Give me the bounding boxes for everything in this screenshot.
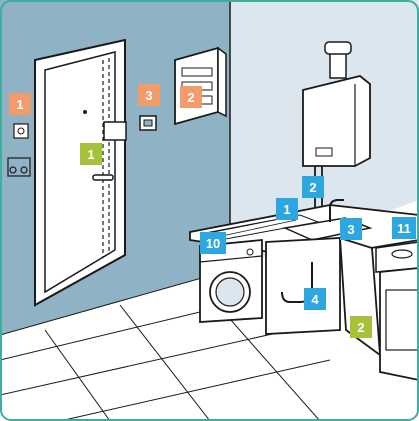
doorbell-icon bbox=[13, 123, 29, 139]
badge-blue-siphon: 4 bbox=[304, 288, 326, 310]
badge-orange-switch: 3 bbox=[138, 84, 160, 106]
svg-text:2: 2 bbox=[309, 180, 316, 195]
badge-green-cabinet-door: 2 bbox=[350, 316, 372, 338]
svg-text:1: 1 bbox=[283, 202, 290, 217]
door-handle bbox=[92, 174, 114, 181]
badge-blue-stove: 11 bbox=[392, 217, 416, 239]
faucet-icon bbox=[329, 199, 344, 222]
svg-text:3: 3 bbox=[145, 88, 152, 103]
badge-blue-countertop: 1 bbox=[276, 198, 298, 220]
svg-text:3: 3 bbox=[347, 222, 354, 237]
washing-machine bbox=[199, 239, 263, 323]
gas-boiler bbox=[302, 41, 371, 220]
svg-text:10: 10 bbox=[206, 236, 220, 251]
badge-blue-boiler-pipe: 2 bbox=[302, 176, 324, 198]
svg-text:1: 1 bbox=[87, 147, 94, 162]
badge-green-door: 1 bbox=[80, 143, 102, 165]
front-door bbox=[34, 38, 127, 307]
door-lock bbox=[103, 121, 127, 141]
badge-blue-washing-machine: 10 bbox=[200, 232, 226, 254]
svg-text:11: 11 bbox=[397, 221, 411, 236]
stove bbox=[375, 241, 419, 381]
peephole-icon bbox=[83, 110, 87, 114]
badge-orange-electrical-panel: 2 bbox=[180, 86, 202, 108]
badge-blue-faucet: 3 bbox=[340, 218, 362, 240]
badge-orange-door-zone: 1 bbox=[9, 93, 31, 115]
svg-text:2: 2 bbox=[357, 320, 364, 335]
svg-text:4: 4 bbox=[311, 292, 319, 307]
svg-text:2: 2 bbox=[187, 90, 194, 105]
key-holder-icon bbox=[7, 157, 31, 177]
svg-text:1: 1 bbox=[16, 97, 23, 112]
boiler-display bbox=[315, 147, 333, 157]
